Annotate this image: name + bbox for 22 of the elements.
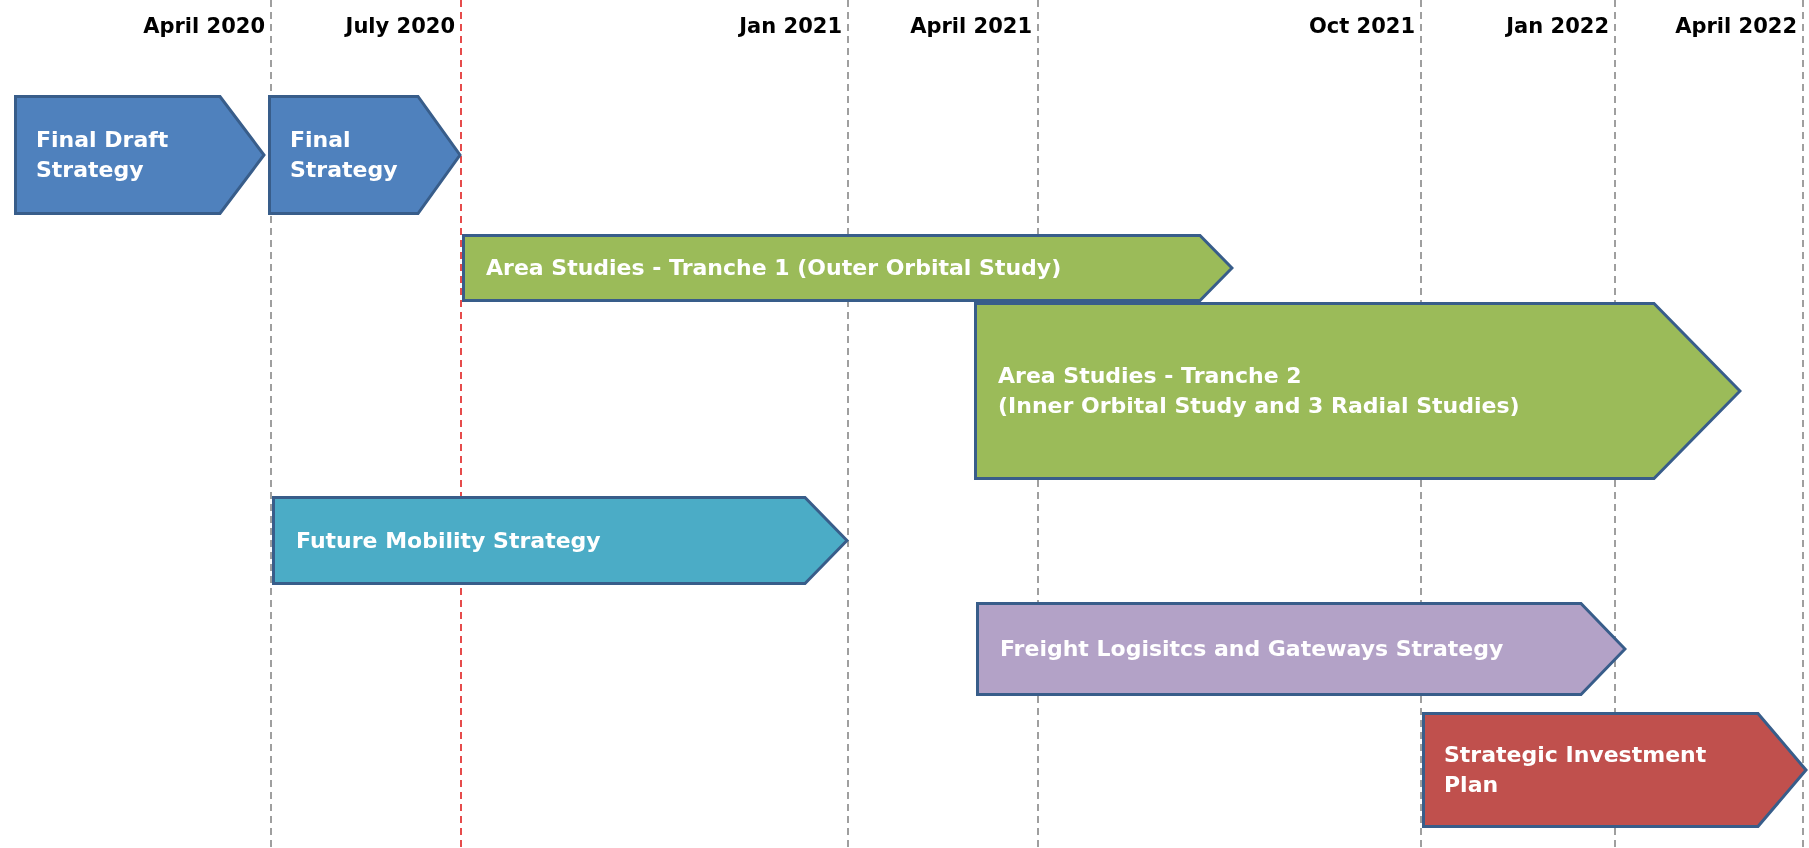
- task-label: Area Studies - Tranche 1 (Outer Orbital Study): [486, 254, 1063, 282]
- task-label: Final Strategy: [290, 126, 399, 184]
- timeline-bar: [976, 602, 1627, 696]
- task-label: Future Mobility Strategy: [296, 526, 602, 555]
- timeline-bar: [14, 95, 266, 215]
- timeline-bar: [272, 496, 849, 585]
- date-label: April 2021: [910, 14, 1032, 38]
- date-label: Jan 2021: [739, 14, 842, 38]
- task-label: (Inner Orbital Study and 3 Radial Studies): [998, 392, 1521, 420]
- date-label: Jan 2022: [1506, 14, 1609, 38]
- date-label: April 2020: [143, 14, 265, 38]
- timeline-bar: [974, 302, 1742, 480]
- timeline-bar: [268, 95, 462, 215]
- task-label: Area Studies - Tranche 2: [998, 362, 1303, 390]
- task-label: Strategic Investment Plan: [1444, 741, 1708, 799]
- task-label: Freight Logisitcs and Gateways Strategy: [1000, 635, 1505, 663]
- date-label: April 2022: [1675, 14, 1797, 38]
- task-label: Final Draft Strategy: [36, 126, 170, 184]
- timeline-bar: [1422, 712, 1808, 828]
- timeline-bar: [462, 234, 1234, 302]
- date-label: July 2020: [345, 14, 455, 38]
- date-label: Oct 2021: [1308, 14, 1415, 38]
